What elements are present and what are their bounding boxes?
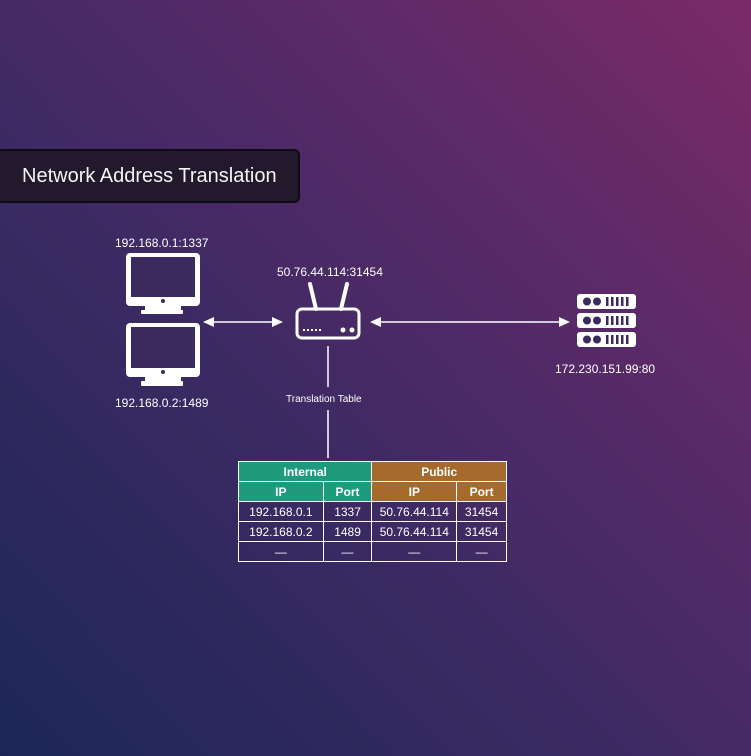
host-router-link [203, 317, 283, 327]
translation-table: Internal Public IP Port IP Port 192.168.… [237, 461, 507, 562]
table-cell: — [238, 541, 324, 562]
column-header-public-port: Port [456, 481, 507, 502]
host2-address-label: 192.168.0.2:1489 [115, 396, 209, 410]
table-cell: 50.76.44.114 [371, 521, 458, 542]
table-cell: 1489 [322, 521, 373, 542]
column-header-internal-ip: IP [238, 481, 324, 502]
table-row: 192.168.0.2 1489 50.76.44.114 31454 [238, 521, 507, 542]
column-header-public-ip: IP [371, 481, 458, 502]
server-address-label: 172.230.151.99:80 [555, 362, 656, 376]
table-cell: 1337 [322, 501, 373, 522]
table-cell: 31454 [456, 521, 507, 542]
table-cell: — [371, 541, 458, 562]
translation-table-caption: Translation Table [286, 394, 362, 405]
internal-group-header: Internal [237, 461, 373, 482]
router-address-label: 50.76.44.114:31454 [277, 265, 383, 279]
diagram-title: Network Address Translation [22, 165, 277, 187]
router-icon [295, 282, 361, 340]
public-group-header: Public [371, 461, 507, 482]
title-box: Network Address Translation [0, 149, 300, 203]
table-cell: — [322, 541, 373, 562]
host2-monitor-icon [126, 323, 200, 386]
table-row: — — — — [238, 541, 507, 562]
router-server-link [370, 317, 570, 327]
table-column-header-row: IP Port IP Port [238, 481, 507, 502]
table-cell: 192.168.0.1 [238, 501, 324, 522]
table-cell: 192.168.0.2 [238, 521, 324, 542]
host1-monitor-icon [126, 253, 200, 314]
table-cell: — [456, 541, 507, 562]
host1-address-label: 192.168.0.1:1337 [115, 236, 209, 250]
table-cell: 31454 [456, 501, 507, 522]
table-cell: 50.76.44.114 [371, 501, 458, 522]
server-icon [577, 294, 636, 347]
table-group-header-row: Internal Public [237, 461, 507, 482]
table-row: 192.168.0.1 1337 50.76.44.114 31454 [238, 501, 507, 522]
column-header-internal-port: Port [322, 481, 373, 502]
